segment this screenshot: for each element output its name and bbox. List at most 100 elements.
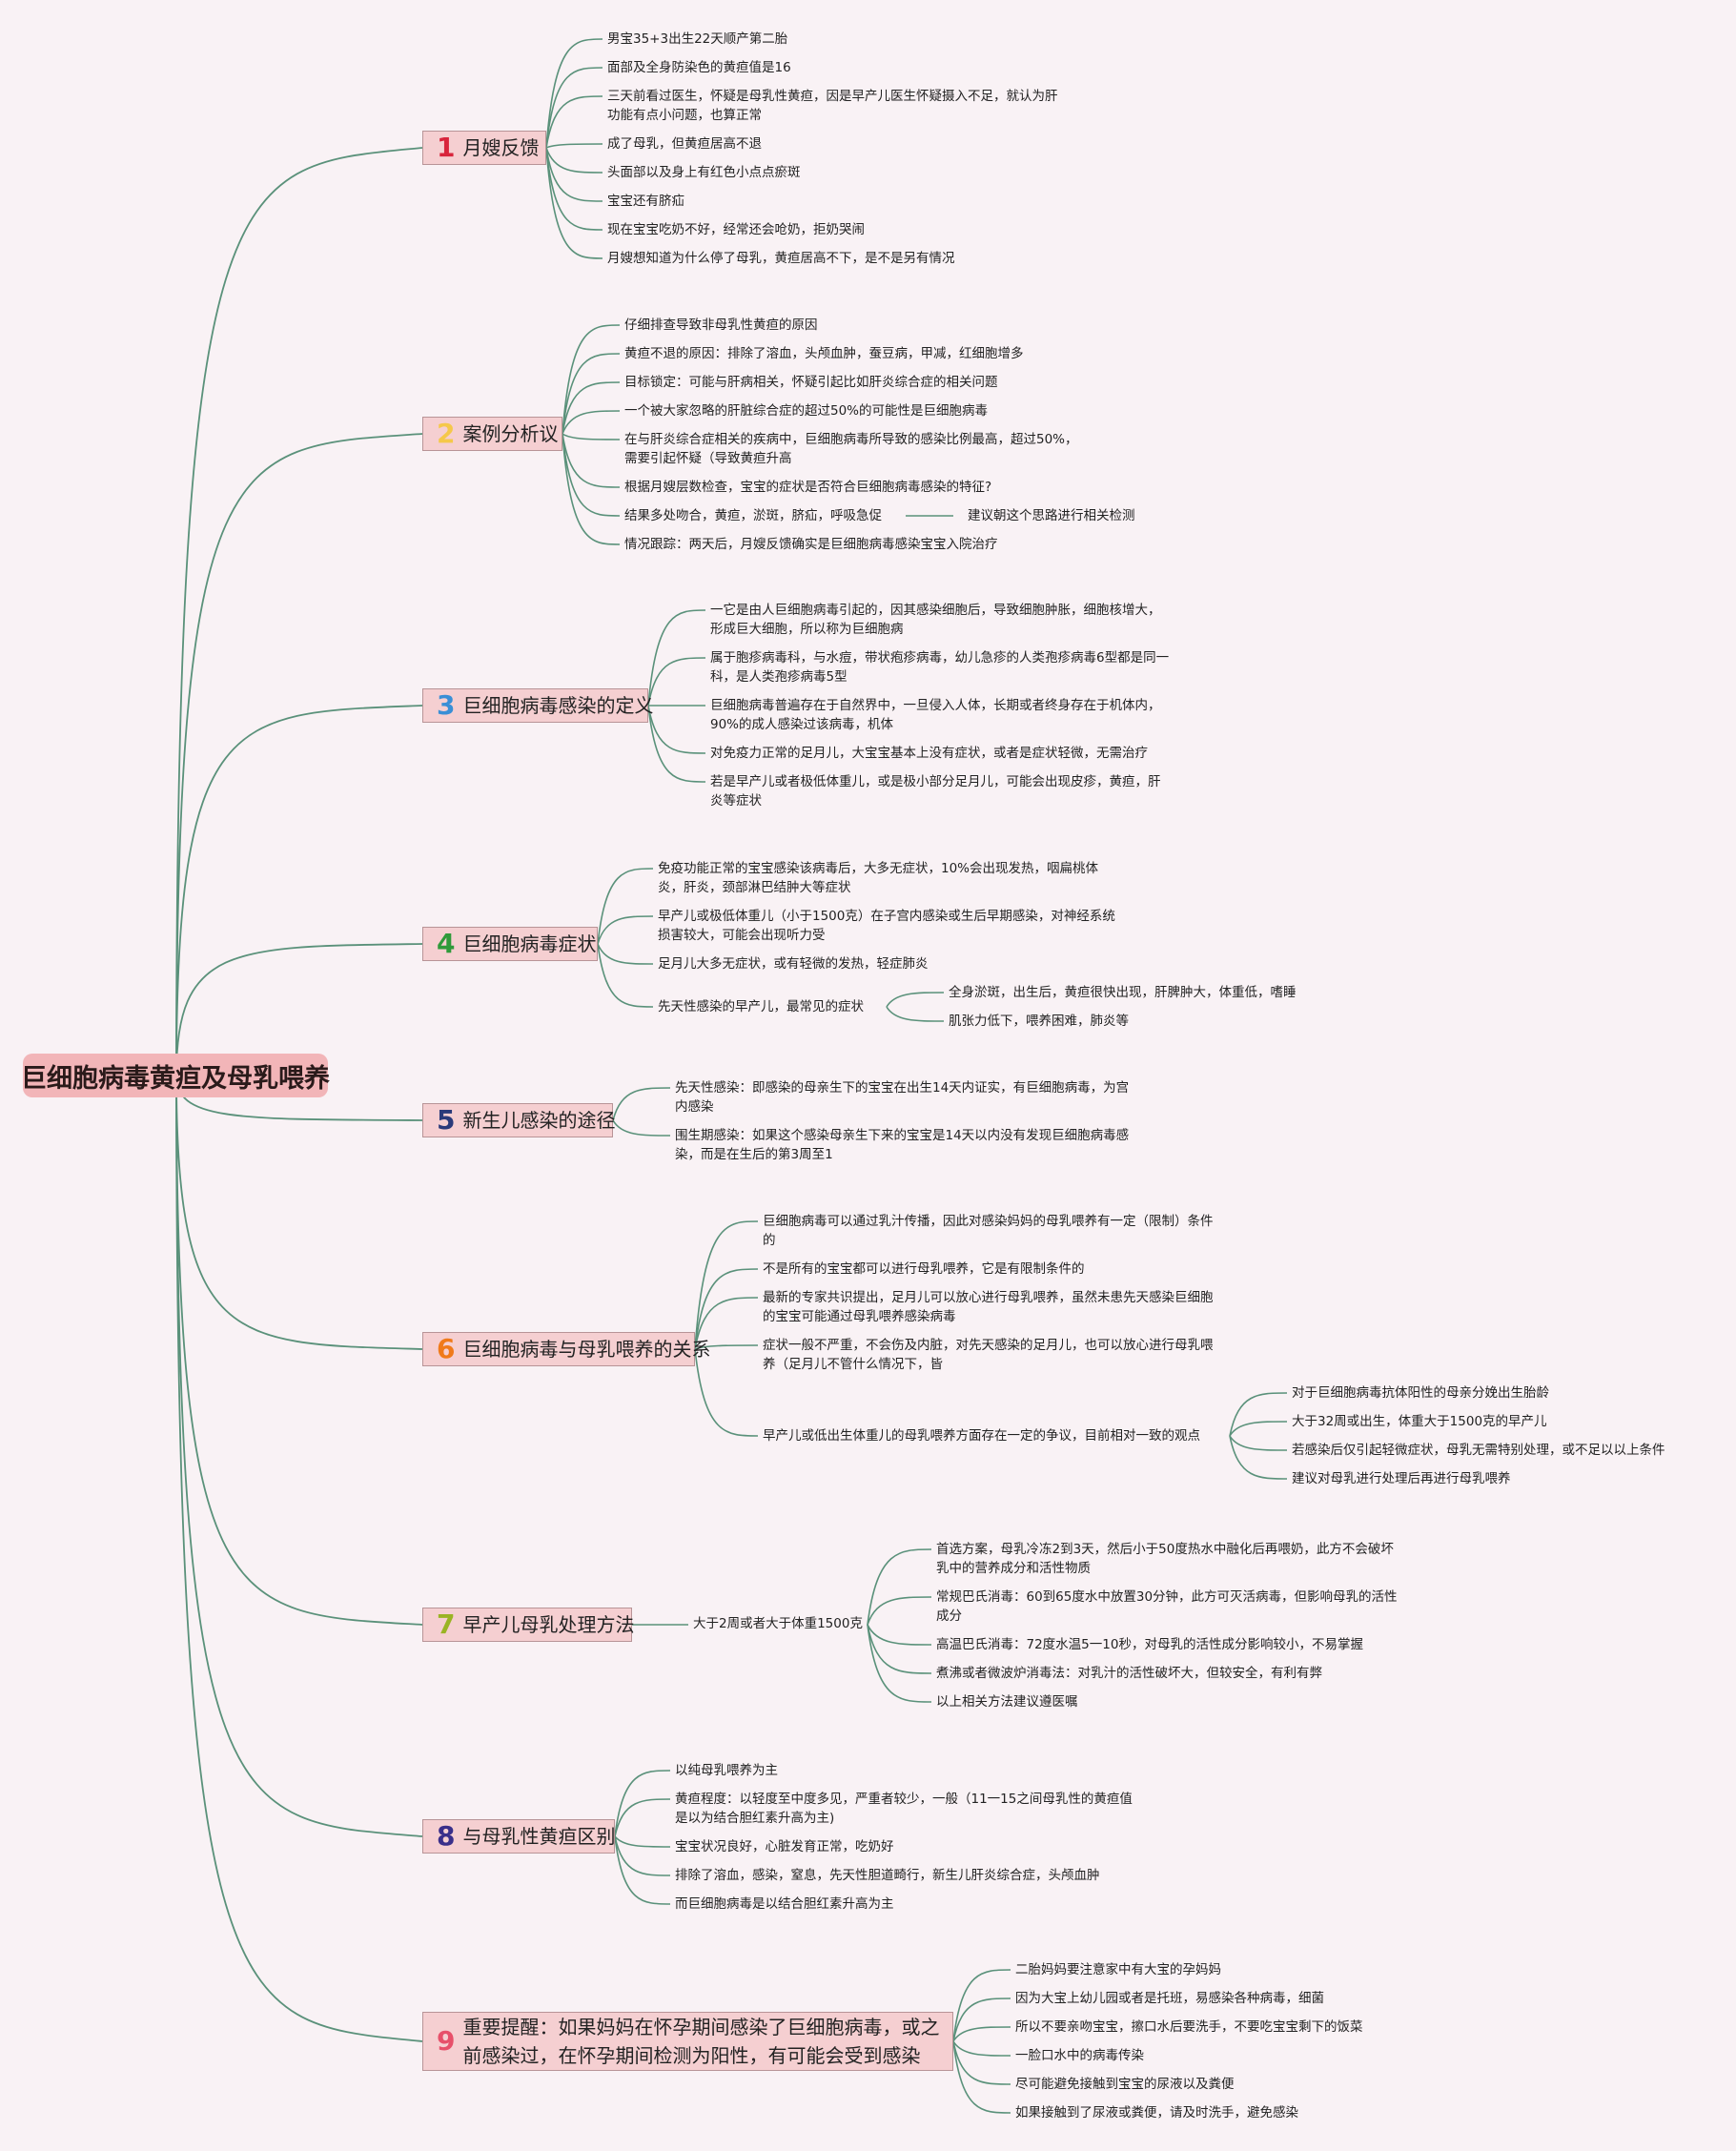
branch-1[interactable]: 1 月嫂反馈	[422, 131, 546, 165]
leaf: 大于32周或出生，体重大于1500克的早产儿	[1292, 1414, 1547, 1429]
leaf-connector	[597, 915, 654, 945]
leaf: 若感染后仅引起轻微症状，母乳无需特别处理，或不足以以上条件	[1292, 1443, 1665, 1458]
leaf: 巨细胞病毒普遍存在于自然界中，一旦侵入人体，长期或者终身存在于机体内，90%的成…	[710, 698, 1161, 732]
leaf-connector	[614, 1798, 671, 1837]
leaf-connector	[694, 1348, 759, 1437]
root-connector	[175, 705, 423, 1076]
leaf: 若是早产儿或者极低体重儿，或是极小部分足月儿，可能会出现皮疹，黄疸，肝炎等症状	[710, 774, 1161, 809]
leaf: 全身淤斑，出生后，黄疸很快出现，肝脾肿大，体重低，嗜睡	[949, 985, 1297, 1000]
branch-number: 8	[437, 1820, 456, 1852]
leaf-connector	[597, 943, 654, 965]
leaf: 对于巨细胞病毒抗体阳性的母亲分娩出生胎龄	[1292, 1385, 1549, 1401]
branch-number: 6	[437, 1333, 456, 1364]
leaf-connector	[952, 2026, 1011, 2042]
leaf: 以上相关方法建议遵医嘱	[936, 1694, 1078, 1710]
leaf-connector	[562, 381, 621, 435]
leaf: 排除了溶血，感染，窒息，先天性胆道畸行，新生儿肝炎综合症，头颅血肿	[675, 1868, 1100, 1883]
leaf: 结果多处吻合，黄疸，淤斑，脐疝，呼吸急促	[624, 508, 882, 523]
leaf: 宝宝状况良好，心脏发育正常，吃奶好	[675, 1839, 894, 1854]
branch-number: 9	[437, 2025, 456, 2057]
leaf-connector	[694, 1268, 759, 1350]
leaf-connector	[612, 1087, 671, 1121]
leaf-connector	[952, 1969, 1011, 2042]
branch-label: 重要提醒：如果妈妈在怀孕期间感染了巨细胞病毒，或之前感染过，在怀孕期间检测为阳性…	[462, 2016, 940, 2067]
leaf: 三天前看过医生，怀疑是母乳性黄疸，因是早产儿医生怀疑摄入不足，就认为肝功能有点小…	[607, 89, 1058, 123]
branch-label: 巨细胞病毒症状	[462, 932, 597, 955]
leaf-connector	[612, 1119, 671, 1137]
leaf: 免疫功能正常的宝宝感染该病毒后，大多无症状，10%会出现发热，咽扁桃体炎，肝炎，…	[658, 861, 1099, 895]
branch-number: 4	[437, 928, 456, 959]
leaf: 先天性感染：即感染的母亲生下的宝宝在出生14天内证实，有巨细胞病毒，为宫内感染	[675, 1080, 1130, 1115]
leaf: 巨细胞病毒可以通过乳汁传播，因此对感染妈妈的母乳喂养有一定（限制）条件的	[763, 1214, 1214, 1248]
leaf: 如果接触到了尿液或粪便，请及时洗手，避免感染	[1015, 2105, 1298, 2120]
leaf-connector	[867, 1624, 932, 1703]
leaf-connector	[545, 147, 603, 259]
branch-2[interactable]: 2 案例分析议	[422, 417, 562, 451]
leaf-connector	[867, 1596, 932, 1626]
leaf: 肌张力低下，喂养困难，肺炎等	[949, 1014, 1129, 1029]
branch-4[interactable]: 4 巨细胞病毒症状	[422, 927, 598, 961]
leaf-connector	[614, 1835, 671, 1876]
leaf-connector	[545, 143, 603, 149]
leaf-connector	[952, 2040, 1011, 2085]
branch-6[interactable]: 6 巨细胞病毒与母乳喂养的关系	[422, 1332, 710, 1366]
branch-number: 2	[437, 418, 456, 449]
branch-7[interactable]: 7 早产儿母乳处理方法	[422, 1608, 635, 1642]
leaf: 现在宝宝吃奶不好，经常还会呛奶，拒奶哭闹	[607, 222, 865, 237]
leaf: 而巨细胞病毒是以结合胆红素升高为主	[675, 1896, 894, 1912]
leaf: 大于2周或者大于体重1500克	[693, 1616, 863, 1631]
leaf-connector	[647, 609, 706, 707]
leaf-connector	[545, 95, 603, 149]
leaf-connector	[614, 1835, 671, 1905]
leaf-connector	[694, 1297, 759, 1350]
leaf-connector	[1229, 1421, 1288, 1437]
leaf-connector	[1229, 1435, 1288, 1451]
branch-label: 案例分析议	[462, 422, 559, 445]
leaf: 尽可能避免接触到宝宝的尿液以及粪便	[1015, 2077, 1235, 2092]
leaf: 根据月嫂层数检查，宝宝的症状是否符合巨细胞病毒感染的特征?	[624, 480, 992, 495]
branch-number: 7	[437, 1608, 456, 1640]
leaf-connector	[614, 1770, 671, 1837]
leaf-connector	[545, 147, 603, 202]
leaf: 在与肝炎综合症相关的疾病中，巨细胞病毒所导致的感染比例最高，超过50%，需要引起…	[624, 432, 1078, 466]
leaf-connector	[562, 324, 621, 435]
root-connector	[175, 1075, 423, 2042]
leaf-connector	[952, 2040, 1011, 2057]
leaf: 面部及全身防染色的黄疸值是16	[607, 60, 791, 75]
leaf-connector	[867, 1548, 932, 1626]
leaf: 黄疸程度：以轻度至中度多见，严重者较少，一般（11一15之间母乳性的黄疸值是以为…	[675, 1792, 1133, 1826]
leaf-connector	[562, 433, 621, 517]
branch-3[interactable]: 3 巨细胞病毒感染的定义	[422, 688, 653, 723]
leaf: 先天性感染的早产儿，最常见的症状	[658, 999, 864, 1014]
leaf-connector	[886, 1006, 945, 1022]
leaf: 所以不要亲吻宝宝，擦口水后要洗手，不要吃宝宝剩下的饭菜	[1015, 2019, 1363, 2035]
root-connector	[175, 943, 423, 1076]
branch-label: 早产儿母乳处理方法	[462, 1613, 635, 1636]
branch-9[interactable]: 9 重要提醒：如果妈妈在怀孕期间感染了巨细胞病毒，或之前感染过，在怀孕期间检测为…	[422, 2012, 953, 2071]
root-connector	[175, 1075, 423, 1626]
leaf: 月嫂想知道为什么停了母乳，黄疸居高不下，是不是另有情况	[607, 251, 955, 266]
root-topic[interactable]: 巨细胞病毒黄疸及母乳喂养	[21, 1054, 330, 1097]
leaf: 早产儿或极低体重儿（小于1500克）在子宫内感染或生后早期感染，对神经系统损害较…	[658, 909, 1115, 943]
leaf-connector	[562, 410, 621, 435]
leaf: 建议朝这个思路进行相关检测	[968, 508, 1135, 523]
root-connector	[175, 1075, 423, 1350]
leaf-connector	[597, 868, 654, 945]
leaf: 早产儿或低出生体重儿的母乳喂养方面存在一定的争议，目前相对一致的观点	[763, 1428, 1200, 1444]
leaf: 以纯母乳喂养为主	[675, 1763, 778, 1778]
leaf: 不是所有的宝宝都可以进行母乳喂养，它是有限制条件的	[763, 1261, 1085, 1277]
leaf-connector	[694, 1220, 759, 1350]
branch-number: 3	[437, 689, 456, 721]
leaf-connector	[647, 705, 706, 754]
leaf: 宝宝还有脐疝	[607, 194, 684, 209]
leaf: 围生期感染：如果这个感染母亲生下来的宝宝是14天以内没有发现巨细胞病毒感染，而是…	[675, 1128, 1130, 1162]
branch-8[interactable]: 8 与母乳性黄疸区别	[422, 1819, 615, 1854]
leaf: 一个被大家忽略的肝脏综合症的超过50%的可能性是巨细胞病毒	[624, 403, 989, 419]
branch-5[interactable]: 5 新生儿感染的途径	[422, 1103, 615, 1137]
root-connector	[175, 433, 423, 1076]
leaf: 一脸口水中的病毒传染	[1015, 2048, 1144, 2063]
branch-number: 5	[437, 1104, 456, 1136]
root-connector	[175, 147, 423, 1076]
